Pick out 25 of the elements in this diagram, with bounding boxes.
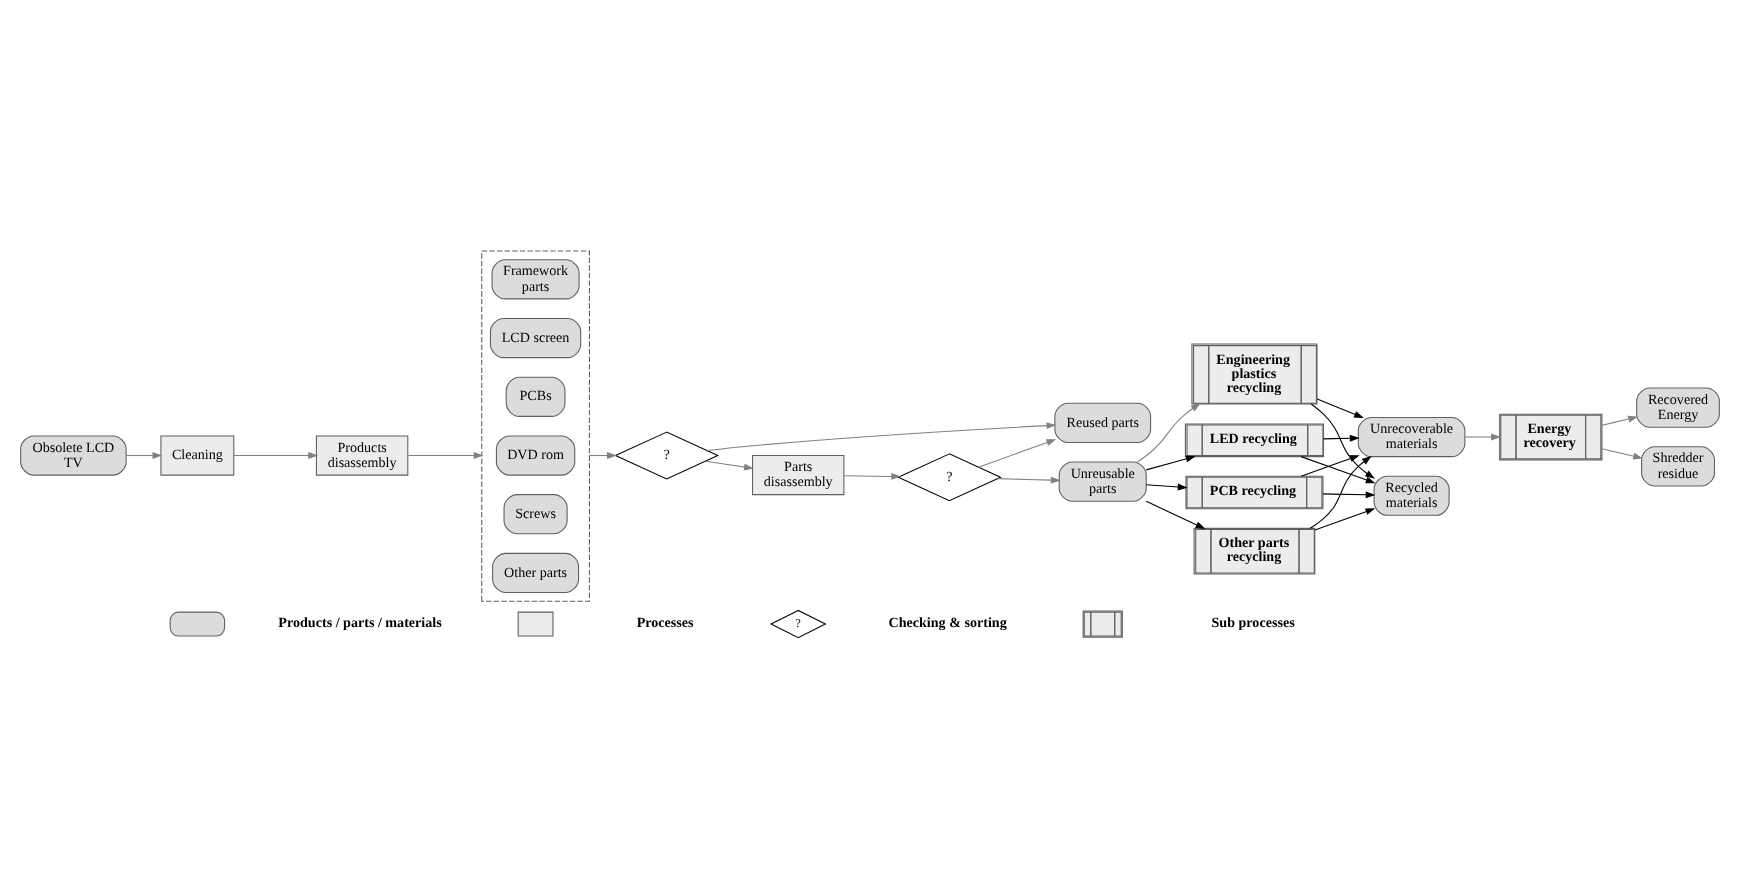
arrow <box>125 452 163 459</box>
arrow <box>1145 455 1196 471</box>
arrow <box>588 452 617 459</box>
arrow <box>1601 448 1643 460</box>
arrow <box>1300 456 1376 484</box>
arrow <box>1309 456 1372 529</box>
cluster <box>481 250 590 602</box>
arrow <box>1601 415 1638 426</box>
arrow <box>1145 483 1188 491</box>
arrow <box>978 439 1057 468</box>
arrow <box>997 476 1061 484</box>
arrow <box>407 452 484 459</box>
arrow <box>1145 500 1206 529</box>
arrow <box>1300 455 1360 477</box>
arrow <box>1322 434 1360 442</box>
arrow <box>1464 433 1501 441</box>
arrow <box>843 473 902 480</box>
arrow <box>706 422 1057 452</box>
arrow <box>1316 398 1364 419</box>
arrow <box>704 460 754 471</box>
arrow <box>1137 402 1201 463</box>
arrow <box>1314 508 1376 531</box>
arrow <box>1310 403 1375 479</box>
arrow <box>233 452 319 459</box>
arrow <box>1322 491 1376 499</box>
